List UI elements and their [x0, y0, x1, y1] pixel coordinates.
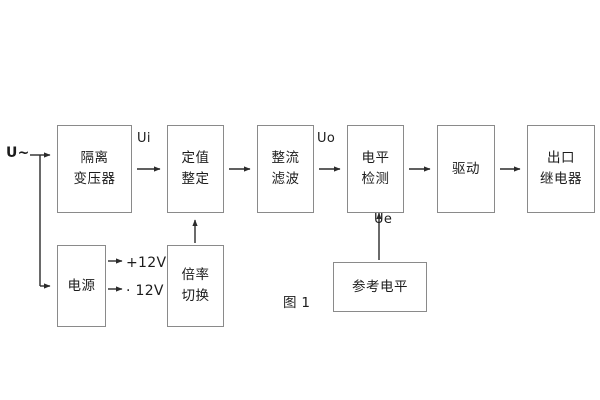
block-reference-level: 参考电平 [333, 262, 427, 312]
block-setting-value: 定值 整定 [167, 125, 224, 213]
block-line: 隔离 [80, 150, 109, 167]
label-ue: Ue [374, 212, 393, 227]
block-line: 变压器 [73, 171, 116, 187]
block-level-detection: 电平 检测 [347, 125, 404, 213]
block-line: 倍率 [181, 267, 210, 284]
figure-caption: 图 1 [283, 295, 311, 311]
block-drive: 驱动 [437, 125, 495, 213]
block-output-relay: 出口 继电器 [527, 125, 595, 213]
block-line: 整定 [181, 171, 210, 187]
block-isolation-transformer: 隔离 变压器 [57, 125, 132, 213]
label-input-voltage: U~ [6, 145, 30, 161]
label-uo: Uo [317, 131, 336, 146]
block-line: 出口 [547, 150, 575, 167]
block-line: 驱动 [452, 160, 480, 177]
label-rail-positive: +12V [126, 255, 167, 271]
block-line: 参考电平 [352, 278, 408, 295]
block-line: 电源 [67, 277, 96, 294]
block-multiplier-switch: 倍率 切换 [167, 245, 224, 327]
block-line: 电平 [361, 150, 390, 167]
block-line: 检测 [361, 171, 390, 187]
block-power-supply: 电源 [57, 245, 106, 327]
block-line: 定值 [181, 150, 210, 167]
block-line: 整流 [271, 150, 300, 167]
block-line: 继电器 [540, 171, 582, 187]
block-line: 切换 [181, 288, 210, 304]
label-rail-negative: · 12V [126, 283, 164, 299]
label-ui: Ui [137, 131, 151, 146]
block-rectifier-filter: 整流 滤波 [257, 125, 314, 213]
block-line: 滤波 [271, 171, 300, 187]
